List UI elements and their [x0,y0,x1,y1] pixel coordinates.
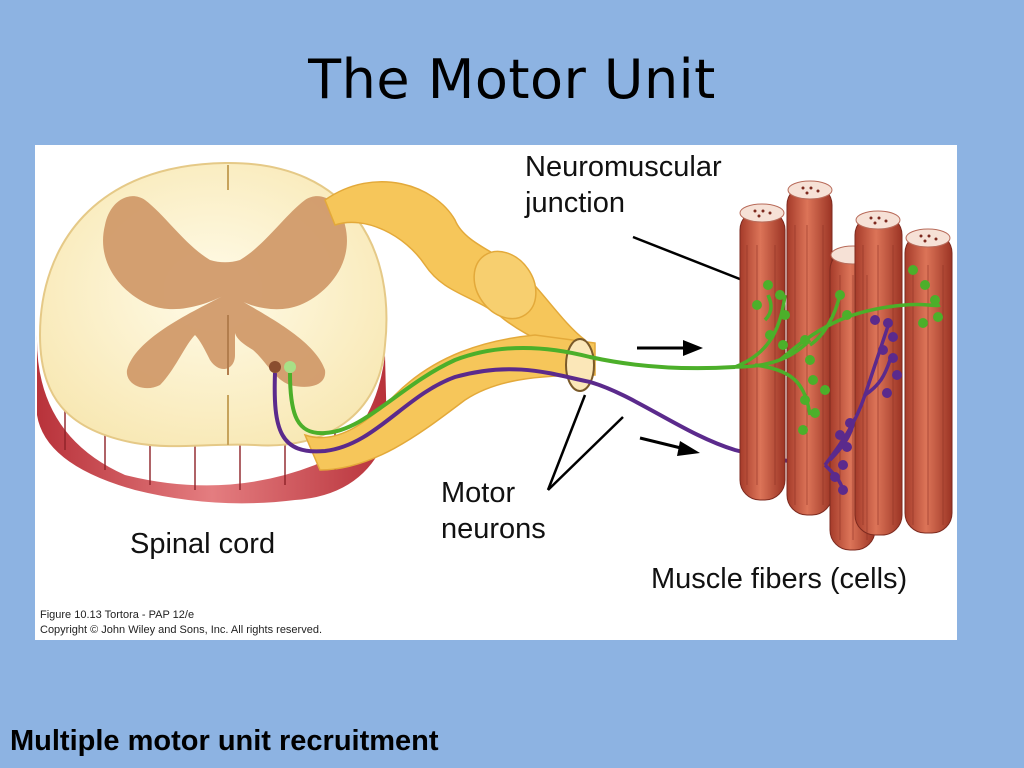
motor-neurons-label-line1: Motor [441,477,516,509]
purple-motor-neuron-cell-body [269,361,281,373]
green-motor-neuron-cell-body [284,361,296,373]
motor-neurons-label: Motor neurons [441,475,546,547]
neuromuscular-junction-label-line1: Neuromuscular [525,151,722,183]
motor-neurons-label-line2: neurons [441,513,546,545]
caption-line1: Figure 10.13 Tortora - PAP 12/e [40,609,195,621]
arrows [637,340,703,456]
motor-neuron-pointer-1 [546,394,587,491]
slide-footer: Multiple motor unit recruitment [10,725,439,757]
neuromuscular-junction-label-line2: junction [525,187,625,219]
dorsal-root-ganglion [473,250,537,320]
neuromuscular-junction-label: Neuromuscular junction [525,149,722,221]
motor-unit-diagram [36,161,953,551]
motor-neuron-pointer-2 [547,416,624,491]
figure-caption: Figure 10.13 Tortora - PAP 12/e Copyrigh… [40,608,322,638]
slide-title: The Motor Unit [308,48,716,111]
purple-motor-axon [272,367,826,467]
green-endplates [752,265,943,435]
fiber-pores [753,186,938,243]
purple-endplates [830,315,902,495]
spinal-cord-gray-matter [103,196,347,389]
fiber-striations [746,225,944,540]
motor-unit-figure: Neuromuscular junction Motor neurons Spi… [35,145,957,640]
muscle-fibers-label: Muscle fibers (cells) [651,563,908,595]
green-motor-axon [288,346,736,436]
caption-line2: Copyright © John Wiley and Sons, Inc. Al… [40,624,323,636]
nmj-pointer [632,235,756,287]
spinal-cord-label: Spinal cord [130,528,276,560]
